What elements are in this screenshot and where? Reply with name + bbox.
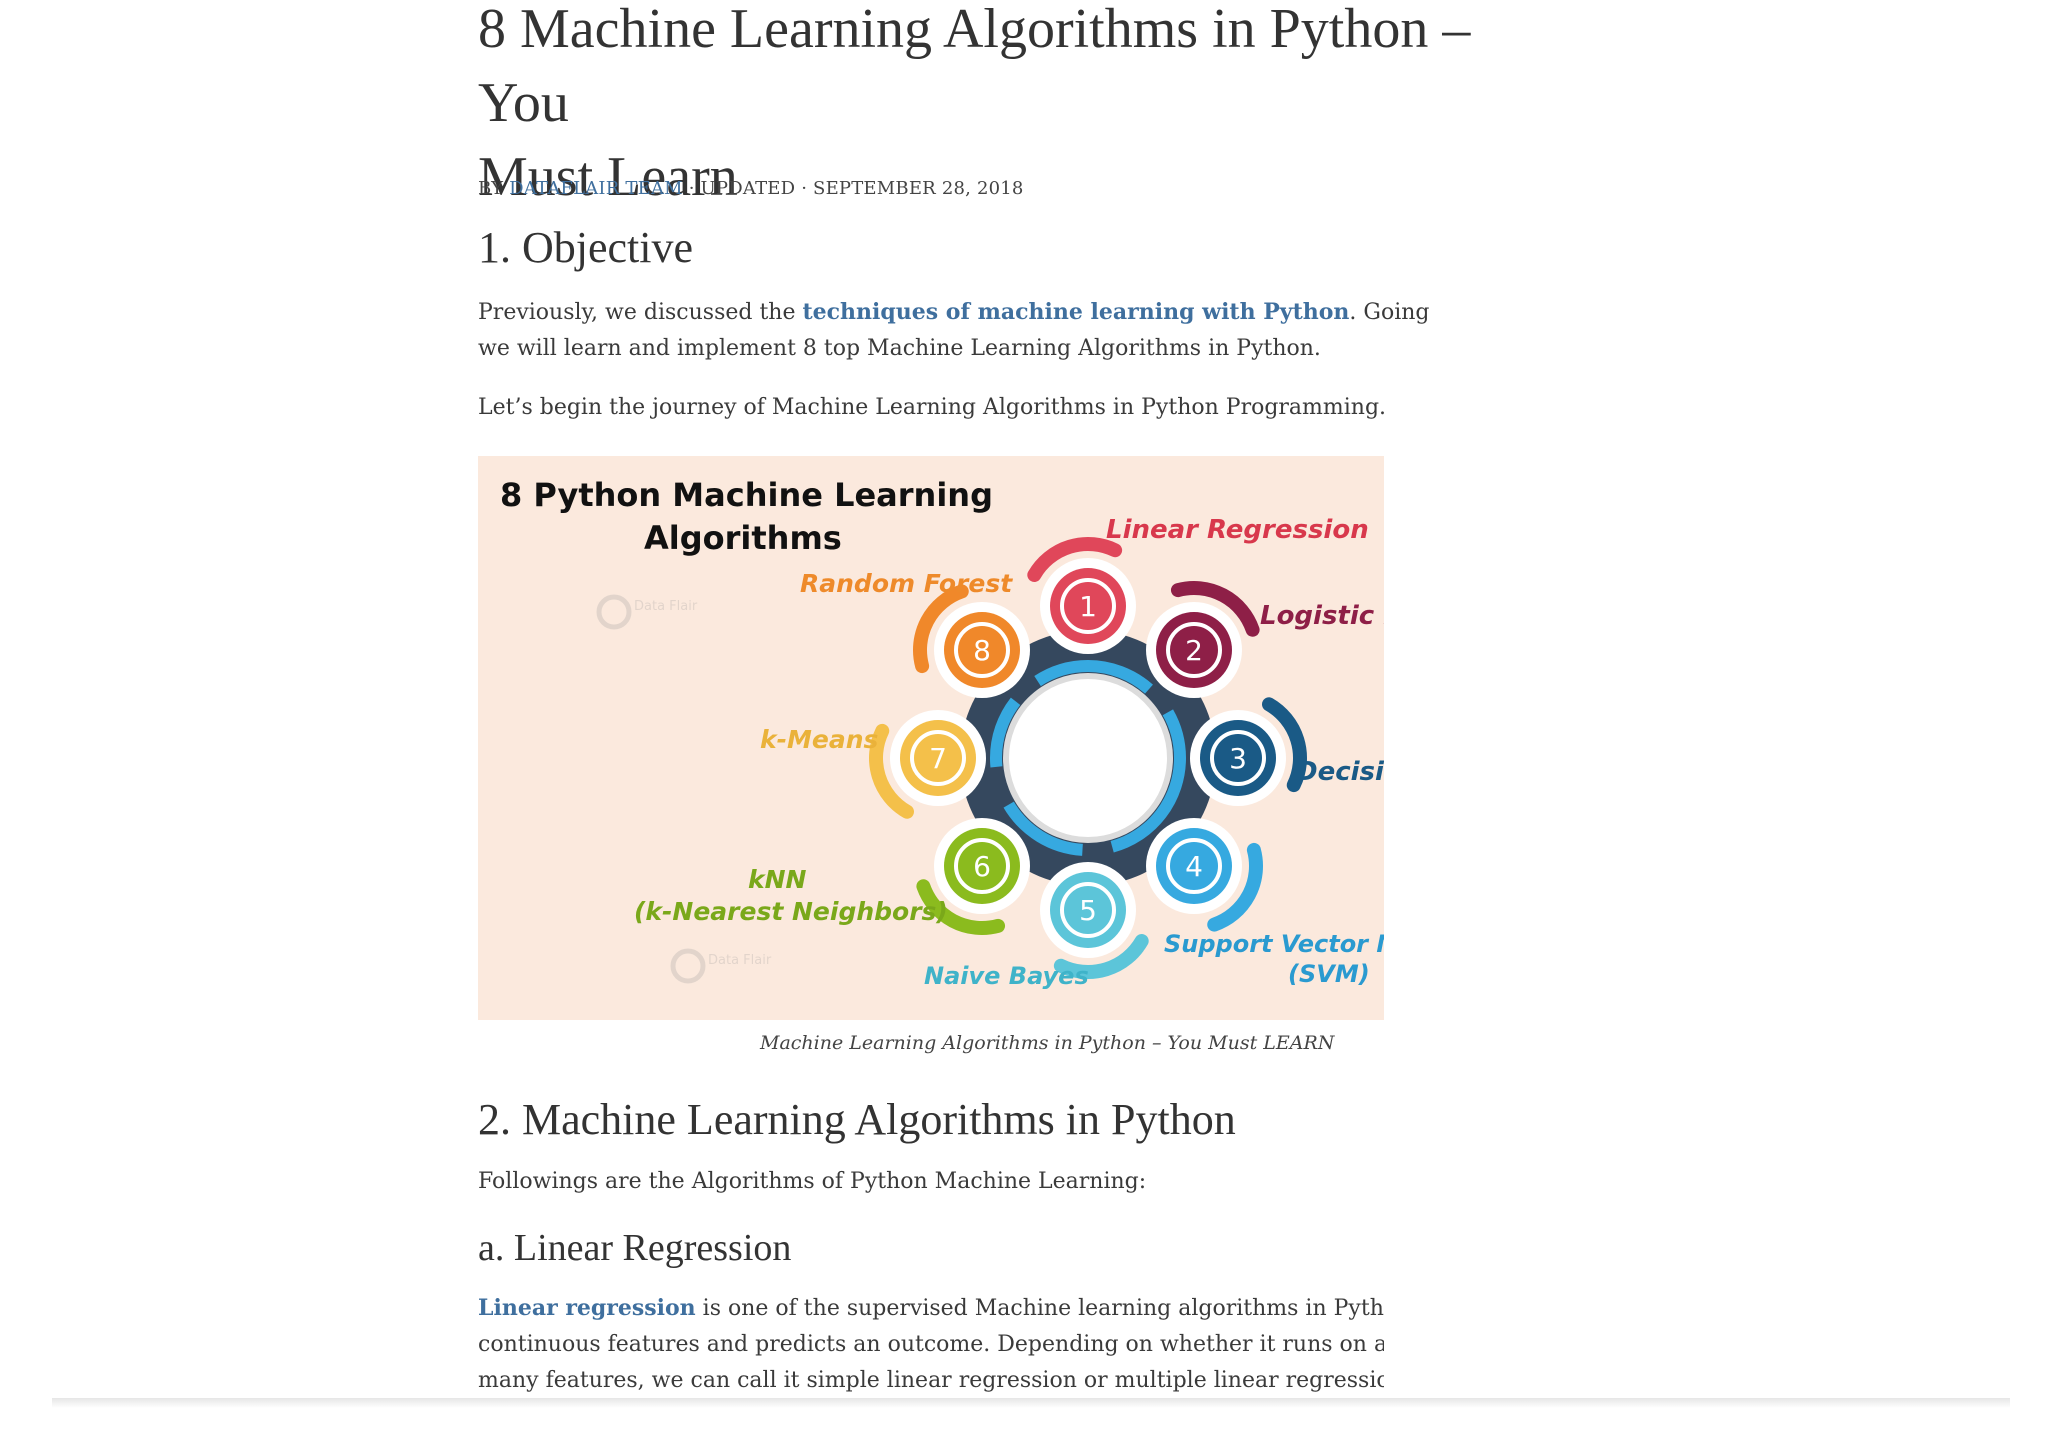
- node-inner-4: [1166, 838, 1222, 894]
- label-k-means: k-Means: [760, 725, 878, 754]
- algorithm-node-4: 4: [1146, 818, 1263, 932]
- infographic-title-line2: Algorithms: [644, 519, 842, 557]
- algorithms-infographic: 8 Python Machine Learning Algorithms Dat…: [478, 456, 1384, 1020]
- algorithm-node-7: 7: [869, 710, 986, 819]
- node-arrow-2: [1170, 581, 1260, 637]
- node-number-2: 2: [1185, 634, 1203, 667]
- infographic-title-line1: 8 Python Machine Learning: [500, 476, 993, 514]
- article-title-line2: Must Learn: [478, 146, 738, 208]
- paragraph-followings: Followings are the Algorithms of Python …: [478, 1169, 1147, 1194]
- algorithm-node-5: 5: [1040, 862, 1149, 979]
- algorithm-node-6: 6: [916, 818, 1030, 935]
- node-inner-3: [1210, 730, 1266, 786]
- byline-by: BY: [478, 178, 510, 199]
- label-svm: Support Vector M: [1164, 930, 1384, 958]
- byline: BY DATAFLAIR TEAM · UPDATED · SEPTEMBER …: [478, 178, 1024, 199]
- paragraph-lr-line2: continuous features and predicts an outc…: [478, 1332, 1384, 1357]
- paragraph-intro-post: . Going: [1349, 300, 1430, 325]
- algorithm-nodes: 1 2 3 4 5 6 7 8: [869, 537, 1307, 979]
- scroll-shadow-divider: [52, 1398, 2010, 1408]
- node-number-1: 1: [1079, 590, 1097, 623]
- node-number-4: 4: [1185, 850, 1203, 883]
- node-arrow-5: [1053, 934, 1149, 979]
- label-linear-regression: Linear Regression: [1106, 515, 1369, 545]
- label-svm-2: (SVM): [1288, 960, 1370, 988]
- paragraph-lr-line3: many features, we can call it simple lin…: [478, 1368, 1384, 1393]
- techniques-link[interactable]: techniques of machine learning with Pyth…: [802, 299, 1350, 325]
- article-title: 8 Machine Learning Algorithms in Python …: [478, 0, 1488, 236]
- node-arrow-3: [1262, 697, 1307, 793]
- linear-regression-link[interactable]: Linear regression: [478, 1295, 696, 1321]
- algorithm-node-8: 8: [913, 584, 1030, 698]
- watermark-logo: Data Flair: [596, 594, 698, 630]
- label-knn-2: (k-Nearest Neighbors): [634, 897, 948, 926]
- node-number-6: 6: [973, 850, 991, 883]
- node-arrow-1: [1027, 537, 1123, 582]
- paragraph-lr-post: is one of the supervised Machine learnin…: [695, 1296, 1384, 1321]
- node-inner-2: [1166, 622, 1222, 678]
- article-title-line1: 8 Machine Learning Algorithms in Python …: [478, 0, 1471, 134]
- node-inner-6: [954, 838, 1010, 894]
- paragraph-journey: Let’s begin the journey of Machine Learn…: [478, 395, 1387, 420]
- node-arrow-8: [913, 584, 969, 674]
- label-logistic: Logistic R: [1260, 601, 1384, 631]
- byline-date: · UPDATED · SEPTEMBER 28, 2018: [682, 178, 1024, 199]
- label-random-forest: Random Forest: [800, 569, 1013, 598]
- label-knn: kNN: [748, 865, 807, 894]
- node-inner-7: [910, 730, 966, 786]
- author-link[interactable]: DATAFLAIR TEAM: [509, 178, 683, 199]
- node-inner-5: [1060, 882, 1116, 938]
- paragraph-linear-regression: Linear regression is one of the supervis…: [478, 1290, 1384, 1399]
- watermark-text: Data Flair: [634, 599, 698, 614]
- section-heading-ml-algorithms: 2. Machine Learning Algorithms in Python: [478, 1095, 1236, 1144]
- node-arrow-6: [916, 879, 1006, 935]
- label-decision: Decisio: [1296, 757, 1384, 787]
- node-number-5: 5: [1079, 894, 1097, 927]
- labels: Linear Regression Logistic R Decisio Sup…: [634, 515, 1384, 990]
- hub-gear: [960, 630, 1216, 886]
- algorithm-node-2: 2: [1146, 581, 1260, 698]
- figure-caption: Machine Learning Algorithms in Python – …: [760, 1032, 1335, 1054]
- algorithm-node-1: 1: [1027, 537, 1136, 654]
- paragraph-intro: Previously, we discussed the techniques …: [478, 294, 1429, 367]
- node-number-8: 8: [973, 634, 991, 667]
- node-arrow-4: [1207, 842, 1263, 932]
- algorithm-node-3: 3: [1190, 697, 1307, 806]
- section-heading-objective: 1. Objective: [478, 223, 694, 272]
- section-heading-linear-regression: a. Linear Regression: [478, 1227, 792, 1269]
- node-inner-1: [1060, 578, 1116, 634]
- paragraph-intro-line2: we will learn and implement 8 top Machin…: [478, 336, 1321, 361]
- node-number-7: 7: [929, 742, 947, 775]
- label-naive-bayes: Naive Bayes: [924, 962, 1089, 990]
- paragraph-intro-pre: Previously, we discussed the: [478, 300, 803, 325]
- node-number-3: 3: [1229, 742, 1247, 775]
- node-arrow-7: [869, 723, 914, 819]
- node-inner-8: [954, 622, 1010, 678]
- watermark-text-2: Data Flair: [708, 953, 772, 968]
- watermark-logo-2: Data Flair: [670, 948, 772, 984]
